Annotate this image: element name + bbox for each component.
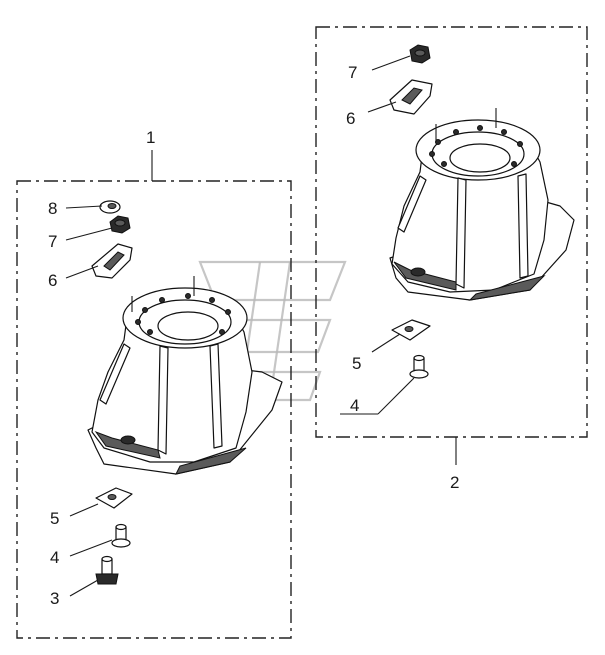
callout-4-right: 4 [350, 396, 359, 415]
nut-part [109, 215, 131, 234]
callout-8-left: 8 [48, 199, 57, 218]
callout-5-right: 5 [352, 354, 361, 373]
hub-housing-left [87, 276, 283, 475]
group-2-frame [315, 26, 588, 438]
clip-part [91, 243, 133, 279]
hub-housing-right [389, 108, 575, 301]
nut-part [409, 44, 431, 64]
pin-part [409, 354, 429, 379]
washer-part [99, 200, 121, 214]
group-label-1: 1 [146, 128, 155, 147]
callout-7-right: 7 [348, 63, 357, 82]
callout-6-right: 6 [346, 109, 355, 128]
group-1-frame [16, 180, 292, 639]
callout-7-left: 7 [48, 232, 57, 251]
callout-3-left: 3 [50, 589, 59, 608]
callout-5-left: 5 [50, 509, 59, 528]
callout-4-left: 4 [50, 548, 59, 567]
callout-6-left: 6 [48, 271, 57, 290]
plate-part [391, 319, 431, 341]
bolt-part [95, 555, 119, 585]
clip-part [389, 79, 433, 115]
plate-part [95, 487, 133, 509]
group-label-2: 2 [450, 473, 459, 492]
pin-part [111, 523, 131, 548]
